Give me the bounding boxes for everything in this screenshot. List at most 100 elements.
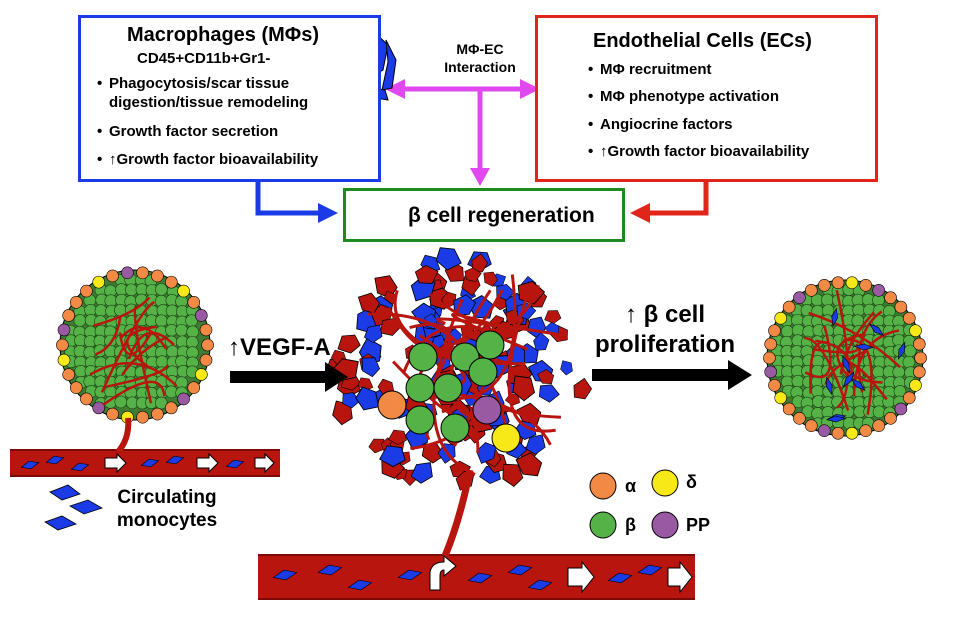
endothelial-cell — [483, 271, 498, 287]
islet-peripheral-cell — [177, 392, 190, 406]
macrophage-cell — [410, 462, 433, 484]
macrophage-cell — [525, 434, 546, 455]
endothelial-title: Endothelial Cells (ECs) — [593, 30, 812, 52]
endothelial-cell — [357, 292, 380, 314]
islet-peripheral-cell — [201, 338, 214, 352]
islet-peripheral-cell — [913, 365, 926, 379]
islet-peripheral-cell — [774, 391, 788, 405]
islet-stalk — [115, 417, 132, 454]
beta-cell — [440, 413, 470, 443]
monocyte-cell — [20, 460, 40, 470]
legend-alpha-marker — [589, 472, 617, 500]
islet-peripheral-cell — [884, 412, 897, 425]
islet-peripheral-cell — [818, 424, 831, 438]
islet-peripheral-cell — [69, 296, 83, 309]
delta-cell — [491, 423, 521, 453]
monocyte-cell — [397, 569, 423, 581]
islet-peripheral-cell — [909, 324, 922, 337]
legend-beta-marker — [589, 511, 617, 539]
endothelial-cell — [414, 265, 439, 284]
islet-peripheral-cell — [902, 311, 916, 325]
islet-peripheral-cell — [902, 391, 916, 405]
beta-cell — [408, 342, 438, 372]
endothelial-cell — [573, 377, 593, 400]
islet-peripheral-cell — [818, 278, 831, 292]
beta-cell — [94, 304, 108, 317]
islet-peripheral-cell — [805, 419, 818, 432]
macrophage-markers: CD45+CD11b+Gr1- — [137, 50, 271, 67]
macrophage-cell — [476, 442, 497, 464]
legend-pp-marker — [651, 511, 679, 539]
monocyte-cell — [853, 343, 874, 351]
capillary — [119, 326, 168, 350]
monocyte-cell — [825, 415, 846, 423]
islet-peripheral-cell — [913, 337, 926, 351]
monocyte-cell — [317, 564, 343, 576]
proliferation-arrow — [592, 360, 752, 390]
right-islet — [763, 276, 927, 440]
beta-cell — [892, 365, 906, 379]
beta-regeneration-box: β cell regeneration — [343, 188, 625, 242]
endothelial-box: Endothelial Cells (ECs) •MΦ recruitment … — [535, 15, 878, 182]
beta-regeneration-label: β cell regeneration — [408, 204, 595, 227]
islet-stalk — [441, 469, 474, 558]
monocyte-cell — [527, 579, 553, 591]
beta-cell — [475, 330, 505, 360]
capillary — [121, 336, 168, 376]
list-item: digestion/tissue remodeling — [109, 94, 309, 111]
capillary — [804, 325, 832, 379]
islet-peripheral-cell — [845, 276, 859, 290]
macrophage-cell — [533, 332, 550, 351]
islet-peripheral-cell — [56, 338, 69, 352]
islet-peripheral-cell — [92, 401, 105, 415]
beta-cell — [175, 323, 188, 337]
flow-arrows — [104, 452, 693, 594]
islet-peripheral-cell — [831, 276, 845, 290]
islet-peripheral-cell — [165, 401, 178, 415]
interaction-arrows — [385, 79, 540, 186]
monocyte-cell — [272, 569, 298, 581]
beta-cell — [166, 345, 179, 358]
beta-cell — [821, 293, 834, 307]
islet-peripheral-cell — [199, 323, 213, 337]
beta-cell — [780, 325, 794, 338]
left-vessel-monocytes — [20, 455, 245, 472]
legend-delta-label: δ — [686, 472, 697, 492]
islet-peripheral-cell — [884, 291, 897, 304]
capillary — [441, 406, 480, 453]
circulating-monocytes-line2: monocytes — [116, 510, 218, 531]
beta-cell — [405, 405, 435, 435]
islet-peripheral-cell — [69, 381, 83, 394]
capillary — [106, 364, 169, 388]
interaction-label: MΦ-EC Interaction — [430, 40, 530, 76]
islet-peripheral-cell — [774, 311, 788, 325]
islet-peripheral-cell — [187, 296, 201, 309]
macrophage-cell — [453, 294, 477, 316]
proliferation-label: ↑ β cell proliferation — [590, 300, 740, 360]
endothelial-cell — [544, 310, 562, 324]
list-item: •MΦ recruitment — [588, 61, 712, 78]
islet-peripheral-cell — [57, 353, 71, 367]
capillary — [127, 331, 175, 360]
islet-peripheral-cell — [136, 410, 149, 424]
alpha-cell — [377, 390, 407, 420]
capillary — [93, 296, 151, 327]
monocyte-cell — [842, 371, 855, 388]
monocyte-cell — [507, 564, 533, 576]
macrophage-title: Macrophages (MΦs) — [127, 24, 320, 46]
monocyte-cell — [347, 579, 373, 591]
capillary — [839, 361, 888, 401]
islet-peripheral-cell — [62, 309, 75, 322]
beta-cell — [433, 373, 463, 403]
macrophage-to-regeneration-arrow — [255, 182, 338, 223]
monocyte-cell — [607, 572, 633, 584]
monocyte-cell — [826, 376, 833, 396]
circulating-monocytes-label: Circulating monocytes — [112, 486, 222, 532]
islet-peripheral-cell — [121, 266, 134, 280]
islet-peripheral-cell — [768, 379, 781, 392]
islet-peripheral-cell — [782, 300, 796, 314]
beta-cell — [902, 355, 916, 369]
endothelial-cell — [537, 369, 555, 385]
list-item: •Phagocytosis/scar tissue — [97, 75, 290, 92]
list-item: •Growth factor secretion — [97, 123, 279, 140]
